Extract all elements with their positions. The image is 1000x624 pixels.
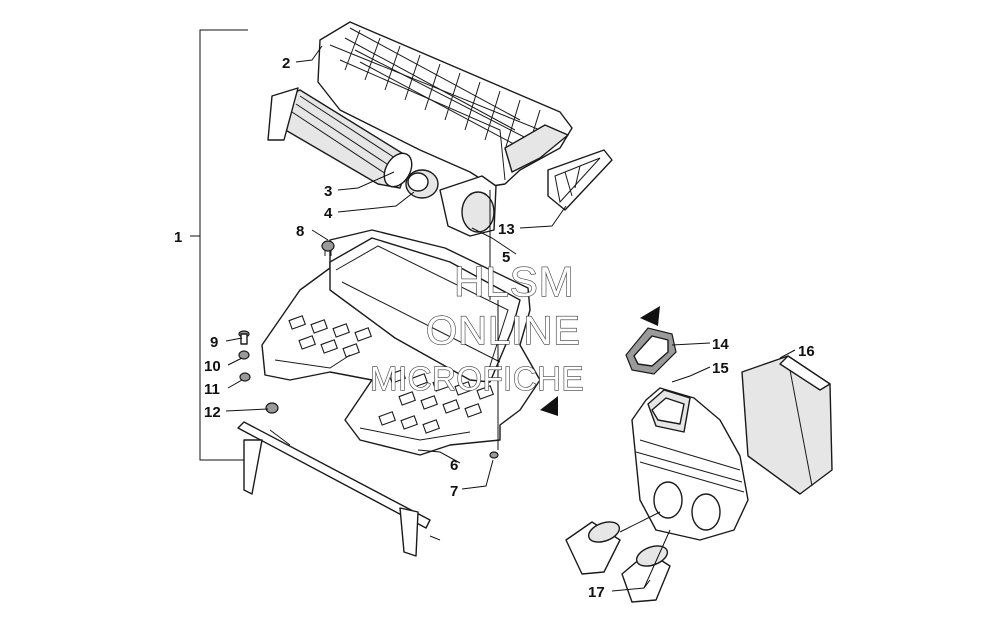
watermark-line-2: ONLINE: [426, 309, 581, 353]
carb-boot-left: [565, 521, 621, 575]
callout-12: 12: [204, 404, 221, 421]
cylindrical-filter: [267, 87, 413, 189]
direction-arrow-upper: [640, 306, 660, 326]
washer-10: [238, 350, 250, 360]
callout-3: 3: [324, 183, 332, 200]
callout-9: 9: [210, 334, 218, 351]
fastener-8: [321, 240, 335, 256]
callout-6: 6: [450, 457, 458, 474]
intake-boot: [439, 175, 497, 237]
callout-14: 14: [712, 336, 729, 353]
callout-13: 13: [498, 221, 515, 238]
callout-5: 5: [502, 249, 510, 266]
nut-11: [239, 372, 251, 382]
callout-15: 15: [712, 360, 729, 377]
callout-7: 7: [450, 483, 458, 500]
fastener-9: [238, 330, 250, 345]
callout-1: 1: [174, 229, 182, 246]
tray-holes: [288, 315, 494, 434]
gasket-ring: [625, 327, 677, 375]
callout-10: 10: [204, 358, 221, 375]
intake-manifold: [631, 387, 749, 541]
frame-member: [237, 421, 441, 557]
callout-2: 2: [282, 55, 290, 72]
upper-airbox-housing: [317, 21, 573, 187]
callout-8: 8: [296, 223, 304, 240]
assembly-bracket: [190, 29, 248, 461]
filter-end-cap: [405, 169, 439, 199]
fastener-7: [489, 451, 499, 459]
fastener-12: [265, 402, 279, 414]
carb-boot-right: [621, 545, 671, 603]
callout-leaders: [225, 45, 796, 592]
watermark-line-3: MICROFICHE: [370, 360, 584, 397]
outlet-grille: [547, 149, 613, 211]
callout-16: 16: [798, 343, 815, 360]
callout-17: 17: [588, 584, 605, 601]
lower-airbox-tray: [261, 229, 541, 456]
watermark-line-1: HLSM: [454, 258, 575, 305]
direction-arrow-lower: [540, 396, 558, 416]
callout-11: 11: [204, 381, 220, 398]
foam-prefilter: [741, 355, 833, 495]
callout-4: 4: [324, 205, 333, 222]
